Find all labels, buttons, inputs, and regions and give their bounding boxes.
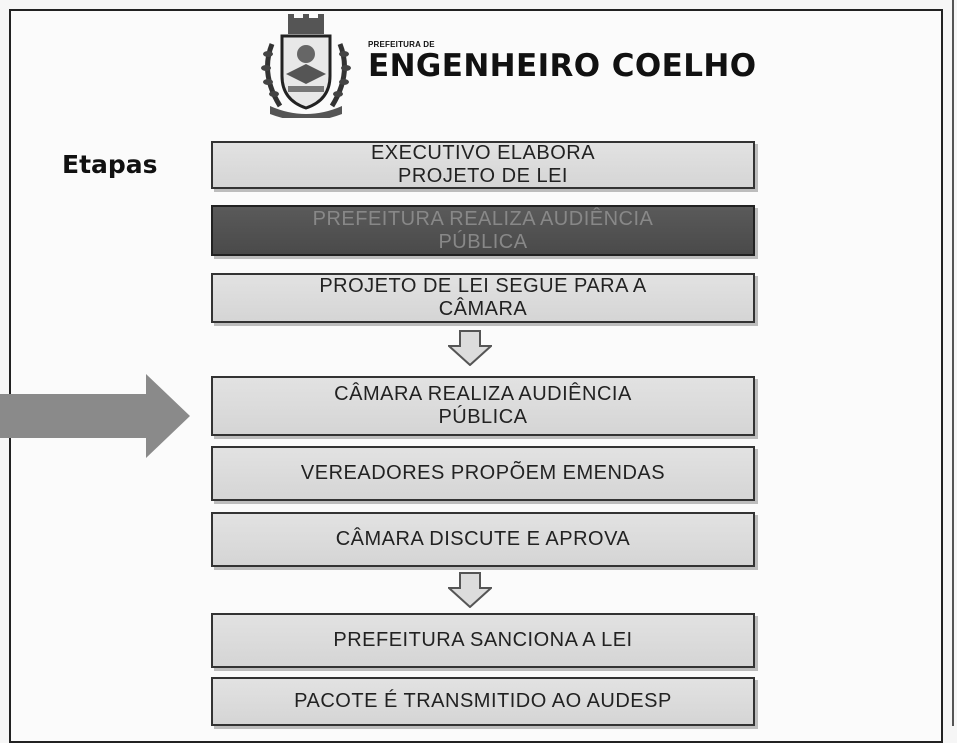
- edge-line: [952, 0, 954, 726]
- step-text-line: CÂMARA REALIZA AUDIÊNCIA: [334, 383, 632, 405]
- coat-of-arms-logo: [261, 14, 351, 118]
- down-arrow-icon: [448, 330, 492, 366]
- right-arrow-icon: [0, 374, 190, 458]
- step-text-line: PÚBLICA: [438, 406, 528, 428]
- down-arrow-icon: [448, 572, 492, 608]
- step-text-line: PREFEITURA SANCIONA A LEI: [333, 629, 633, 651]
- step-box: PREFEITURA SANCIONA A LEI: [211, 613, 755, 668]
- step-text-line: VEREADORES PROPÕEM EMENDAS: [300, 462, 666, 484]
- side-label: Etapas: [62, 150, 158, 179]
- header-title: ENGENHEIRO COELHO: [368, 48, 757, 84]
- step-text-line: PACOTE É TRANSMITIDO AO AUDESP: [294, 690, 672, 712]
- step-text-line: PROJETO DE LEI SEGUE PARA A: [319, 275, 647, 297]
- step-text-line: EXECUTIVO ELABORA: [370, 142, 596, 164]
- step-text-line: CÂMARA DISCUTE E APROVA: [335, 528, 631, 550]
- step-box: PACOTE É TRANSMITIDO AO AUDESP: [211, 677, 755, 726]
- step-box: CÂMARA DISCUTE E APROVA: [211, 512, 755, 567]
- step-box: VEREADORES PROPÕEM EMENDAS: [211, 446, 755, 501]
- step-text-line: CÂMARA: [438, 298, 528, 320]
- step-text-line: PÚBLICA: [438, 230, 528, 253]
- header-prefix: PREFEITURA DE: [368, 40, 435, 49]
- step-text-line: PREFEITURA REALIZA AUDIÊNCIA: [312, 207, 654, 230]
- step-text-line: PROJETO DE LEI: [397, 165, 568, 187]
